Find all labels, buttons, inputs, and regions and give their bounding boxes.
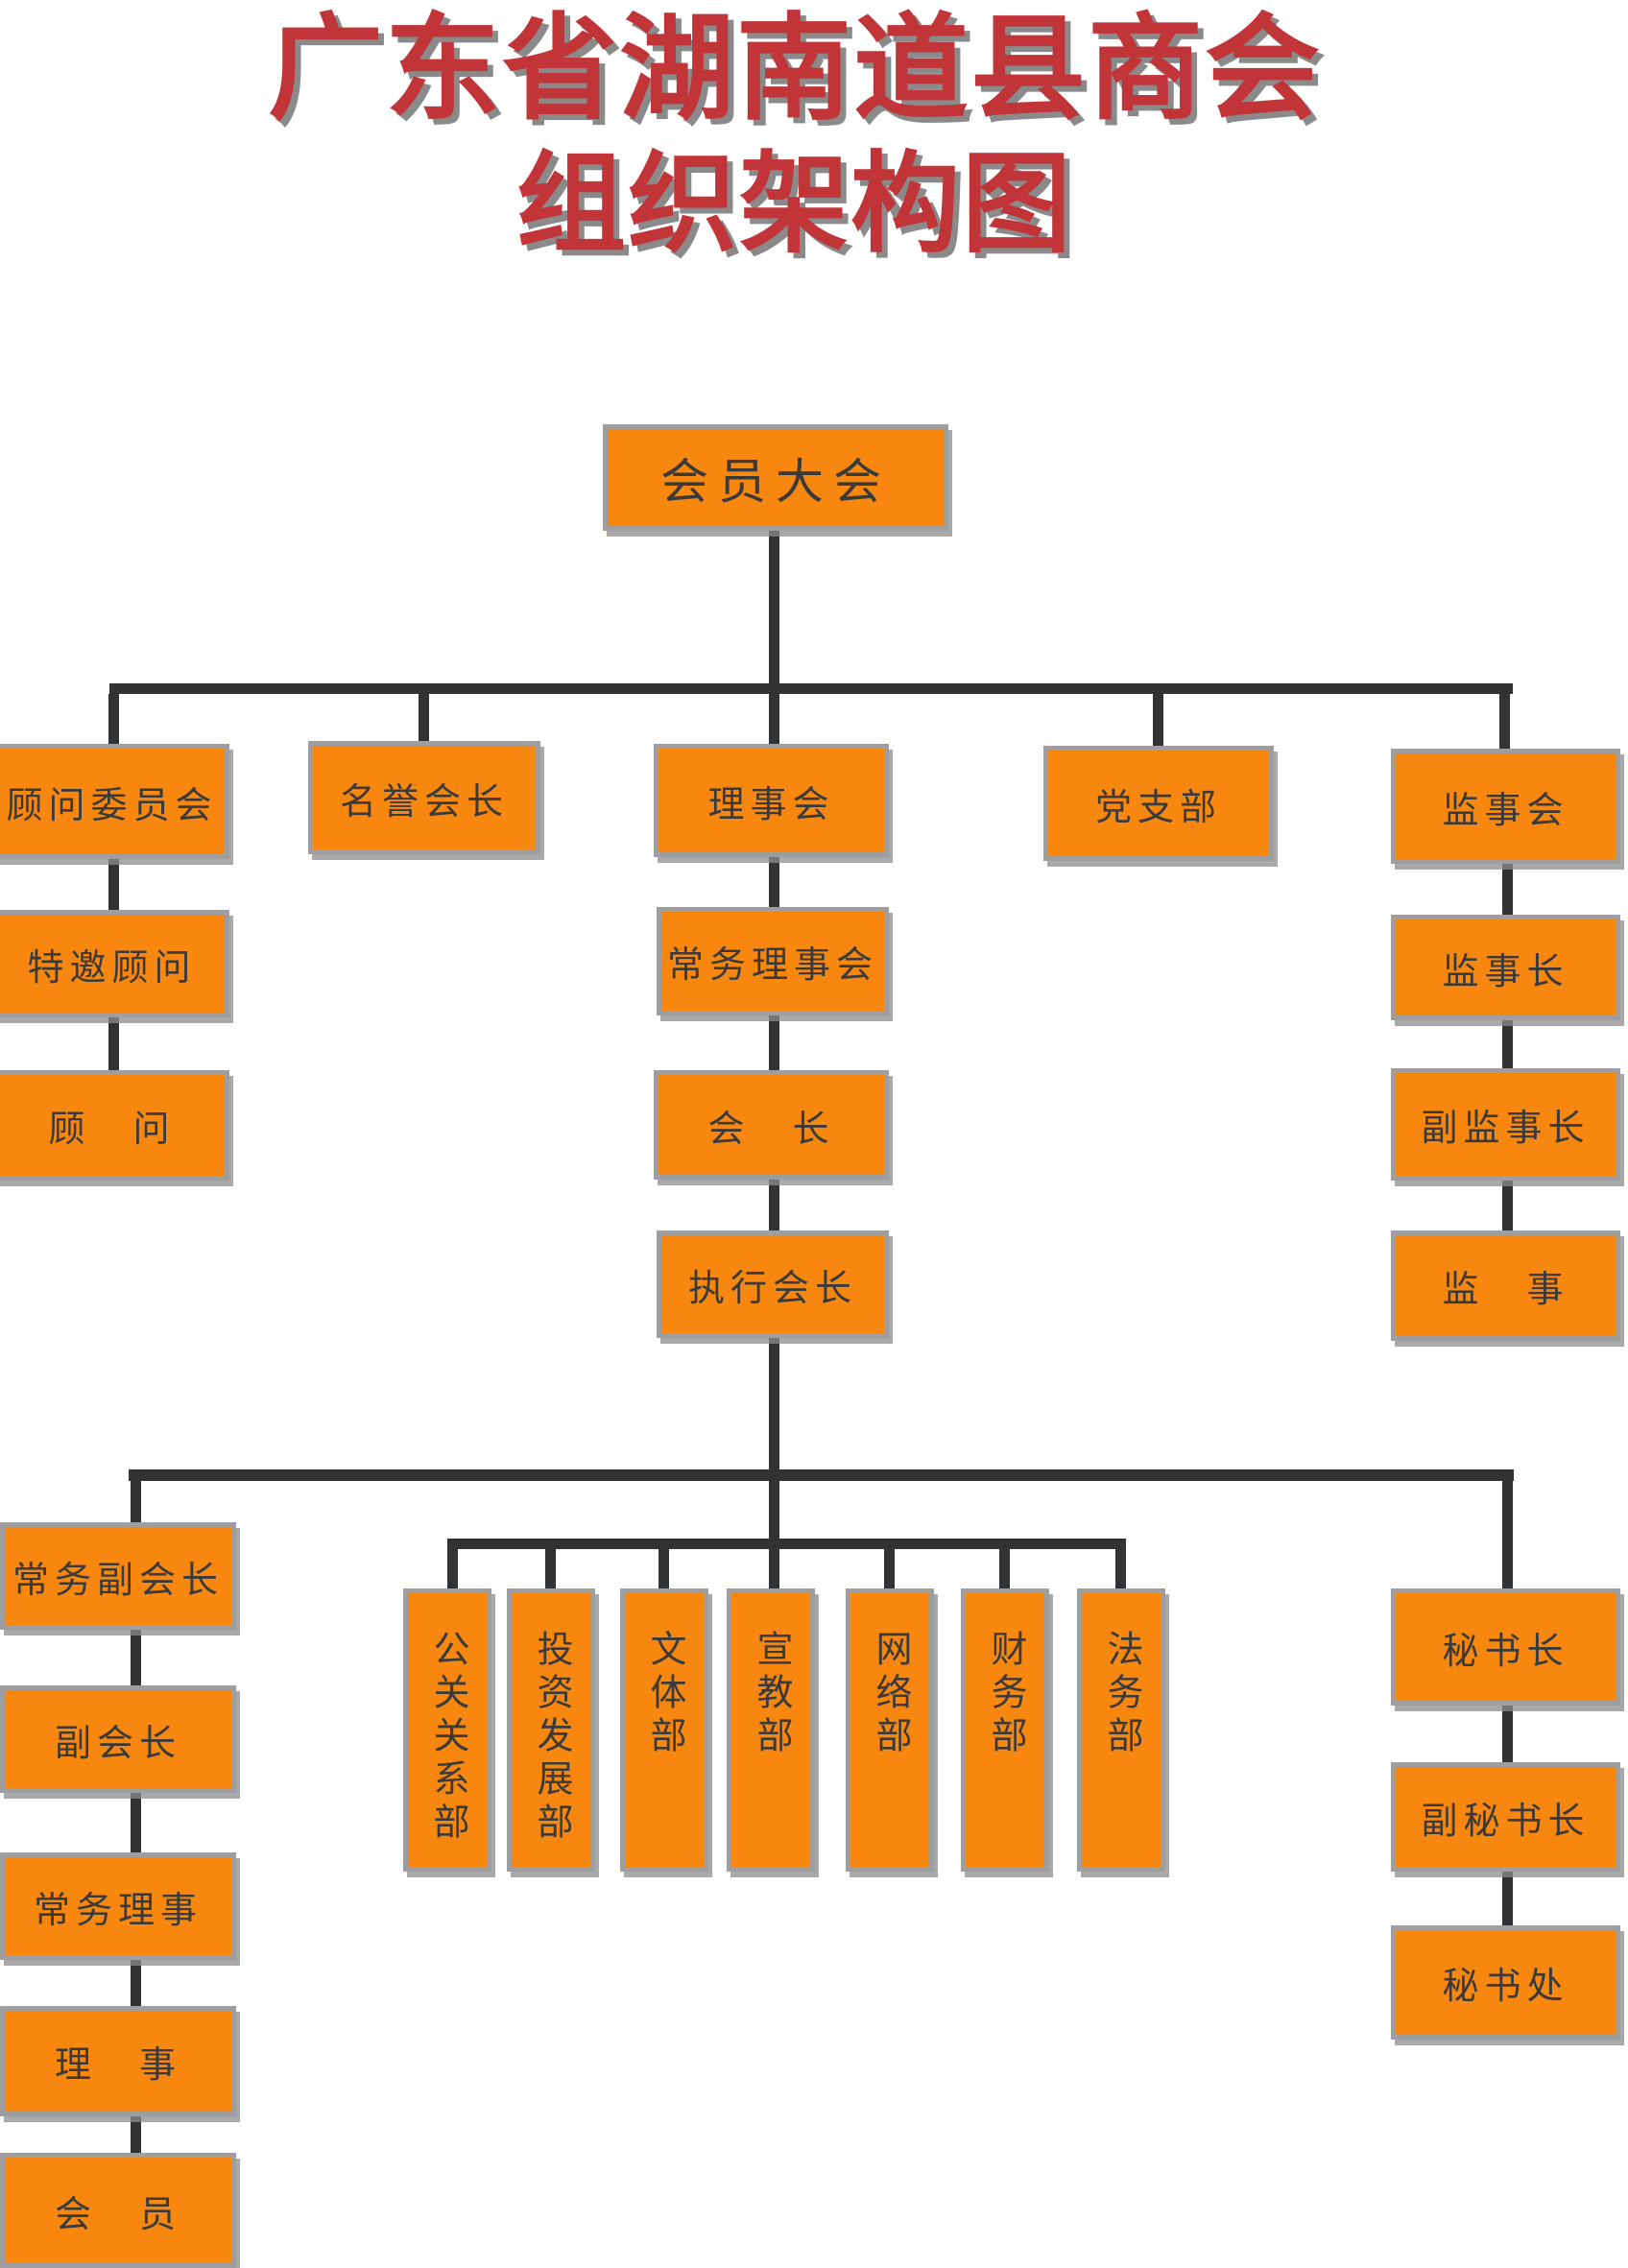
connector-council-3 — [769, 1180, 779, 1230]
node-public-relations-dept-label: 公关关系部 — [427, 1630, 467, 1846]
connector-drop-supervisory — [1499, 694, 1510, 749]
connector-drop-dept-7 — [1115, 1539, 1126, 1588]
node-advisory-committee-label: 顾问委员会 — [6, 785, 218, 826]
node-publicity-education-dept: 宣教部 — [727, 1588, 815, 1872]
node-standing-vice-president: 常务副会长 — [0, 1522, 236, 1630]
node-supervisory-board-label: 监事会 — [1442, 790, 1569, 831]
node-secretariat: 秘书处 — [1391, 1925, 1620, 2040]
node-party-branch: 党支部 — [1043, 746, 1274, 861]
node-executive-president-label: 执行会长 — [687, 1268, 857, 1309]
connector-drop-advisory — [108, 694, 119, 744]
connector-left-1 — [131, 1630, 141, 1685]
connector-drop-dept-6 — [999, 1549, 1010, 1588]
node-council: 理事会 — [654, 744, 889, 857]
node-publicity-education-dept-label: 宣教部 — [751, 1630, 791, 1759]
node-president: 会 长 — [654, 1070, 889, 1180]
node-secretariat-label: 秘书处 — [1442, 1967, 1569, 2007]
connector-exec-trunk — [769, 1338, 779, 1549]
node-secretary-general: 秘书长 — [1391, 1588, 1620, 1706]
node-deputy-chief-supervisor-label: 副监事长 — [1421, 1109, 1591, 1149]
node-supervisor-label: 监 事 — [1442, 1270, 1569, 1310]
connector-drop-standing-vp — [131, 1469, 141, 1522]
node-director-label: 理 事 — [54, 2045, 181, 2086]
node-president-label: 会 长 — [707, 1109, 835, 1150]
node-deputy-secretary-general-label: 副秘书长 — [1421, 1801, 1591, 1842]
node-investment-development-dept: 投资发展部 — [507, 1588, 595, 1872]
node-finance-dept-label: 财务部 — [985, 1630, 1025, 1759]
connector-council-2 — [769, 1015, 779, 1070]
connector-supervisory-2 — [1502, 1020, 1513, 1068]
node-director: 理 事 — [0, 2006, 236, 2116]
connector-drop-honorary — [419, 694, 429, 741]
title-line-1: 广东省湖南道县商会 — [268, 5, 1322, 133]
node-chief-supervisor: 监事长 — [1391, 915, 1620, 1020]
connector-left-4 — [131, 2116, 141, 2153]
node-deputy-chief-supervisor: 副监事长 — [1391, 1068, 1620, 1181]
connector-root-to-council — [769, 531, 779, 744]
connector-drop-dept-5 — [884, 1549, 895, 1588]
node-public-relations-dept: 公关关系部 — [403, 1588, 491, 1872]
node-party-branch-label: 党支部 — [1094, 787, 1222, 828]
node-supervisor: 监 事 — [1391, 1230, 1620, 1341]
node-culture-sports-dept: 文体部 — [620, 1588, 708, 1872]
node-member-assembly-label: 会员大会 — [660, 454, 891, 509]
node-secretary-general-label: 秘书长 — [1442, 1631, 1569, 1672]
node-member-assembly: 会员大会 — [603, 424, 948, 531]
node-vice-president: 副会长 — [0, 1685, 236, 1793]
connector-drop-dept-4 — [769, 1549, 779, 1588]
node-council-label: 理事会 — [707, 784, 835, 825]
connector-council-1 — [769, 857, 779, 907]
connector-supervisory-3 — [1502, 1181, 1513, 1230]
node-legal-dept-label: 法务部 — [1101, 1630, 1141, 1759]
node-finance-dept: 财务部 — [961, 1588, 1049, 1872]
connector-left-3 — [131, 1960, 141, 2006]
node-standing-director-label: 常务理事 — [33, 1890, 203, 1931]
node-member-label: 会 员 — [54, 2194, 181, 2235]
node-standing-director: 常务理事 — [0, 1852, 236, 1960]
connector-secretary-1 — [1502, 1706, 1513, 1762]
connector-advisory-2 — [108, 1017, 119, 1070]
node-special-advisor: 特邀顾问 — [0, 910, 229, 1017]
title-line-2: 组织架构图 — [515, 144, 1073, 266]
node-advisor: 顾 问 — [0, 1070, 229, 1181]
node-standing-council-label: 常务理事会 — [666, 945, 878, 986]
node-standing-council: 常务理事会 — [657, 907, 889, 1015]
node-advisory-committee: 顾问委员会 — [0, 744, 229, 859]
connector-left-2 — [131, 1793, 141, 1852]
connector-exec-rail — [129, 1469, 1514, 1481]
node-honorary-president-label: 名誉会长 — [339, 781, 509, 823]
node-chief-supervisor-label: 监事长 — [1442, 951, 1569, 992]
connector-drop-secretary — [1502, 1469, 1513, 1588]
node-executive-president: 执行会长 — [657, 1230, 889, 1338]
node-honorary-president: 名誉会长 — [308, 741, 540, 854]
node-supervisory-board: 监事会 — [1391, 749, 1620, 864]
connector-supervisory-1 — [1502, 864, 1513, 915]
node-culture-sports-dept-label: 文体部 — [644, 1630, 684, 1759]
node-advisor-label: 顾 问 — [48, 1110, 176, 1150]
node-investment-development-dept-label: 投资发展部 — [531, 1630, 571, 1846]
connector-drop-dept-2 — [545, 1549, 556, 1588]
node-vice-president-label: 副会长 — [54, 1723, 181, 1764]
node-standing-vice-president-label: 常务副会长 — [12, 1560, 224, 1601]
connector-drop-dept-3 — [658, 1549, 669, 1588]
node-network-dept: 网络部 — [846, 1588, 934, 1872]
node-deputy-secretary-general: 副秘书长 — [1391, 1762, 1620, 1872]
connector-advisory-1 — [108, 859, 119, 910]
connector-dept-rail — [447, 1539, 1126, 1549]
node-legal-dept: 法务部 — [1077, 1588, 1165, 1872]
connector-drop-party — [1153, 694, 1163, 746]
node-network-dept-label: 网络部 — [870, 1630, 910, 1759]
node-member: 会 员 — [0, 2153, 236, 2268]
connector-secretary-2 — [1502, 1872, 1513, 1925]
node-special-advisor-label: 特邀顾问 — [27, 947, 197, 989]
connector-level2-rail — [109, 683, 1513, 694]
connector-drop-dept-1 — [447, 1539, 458, 1588]
